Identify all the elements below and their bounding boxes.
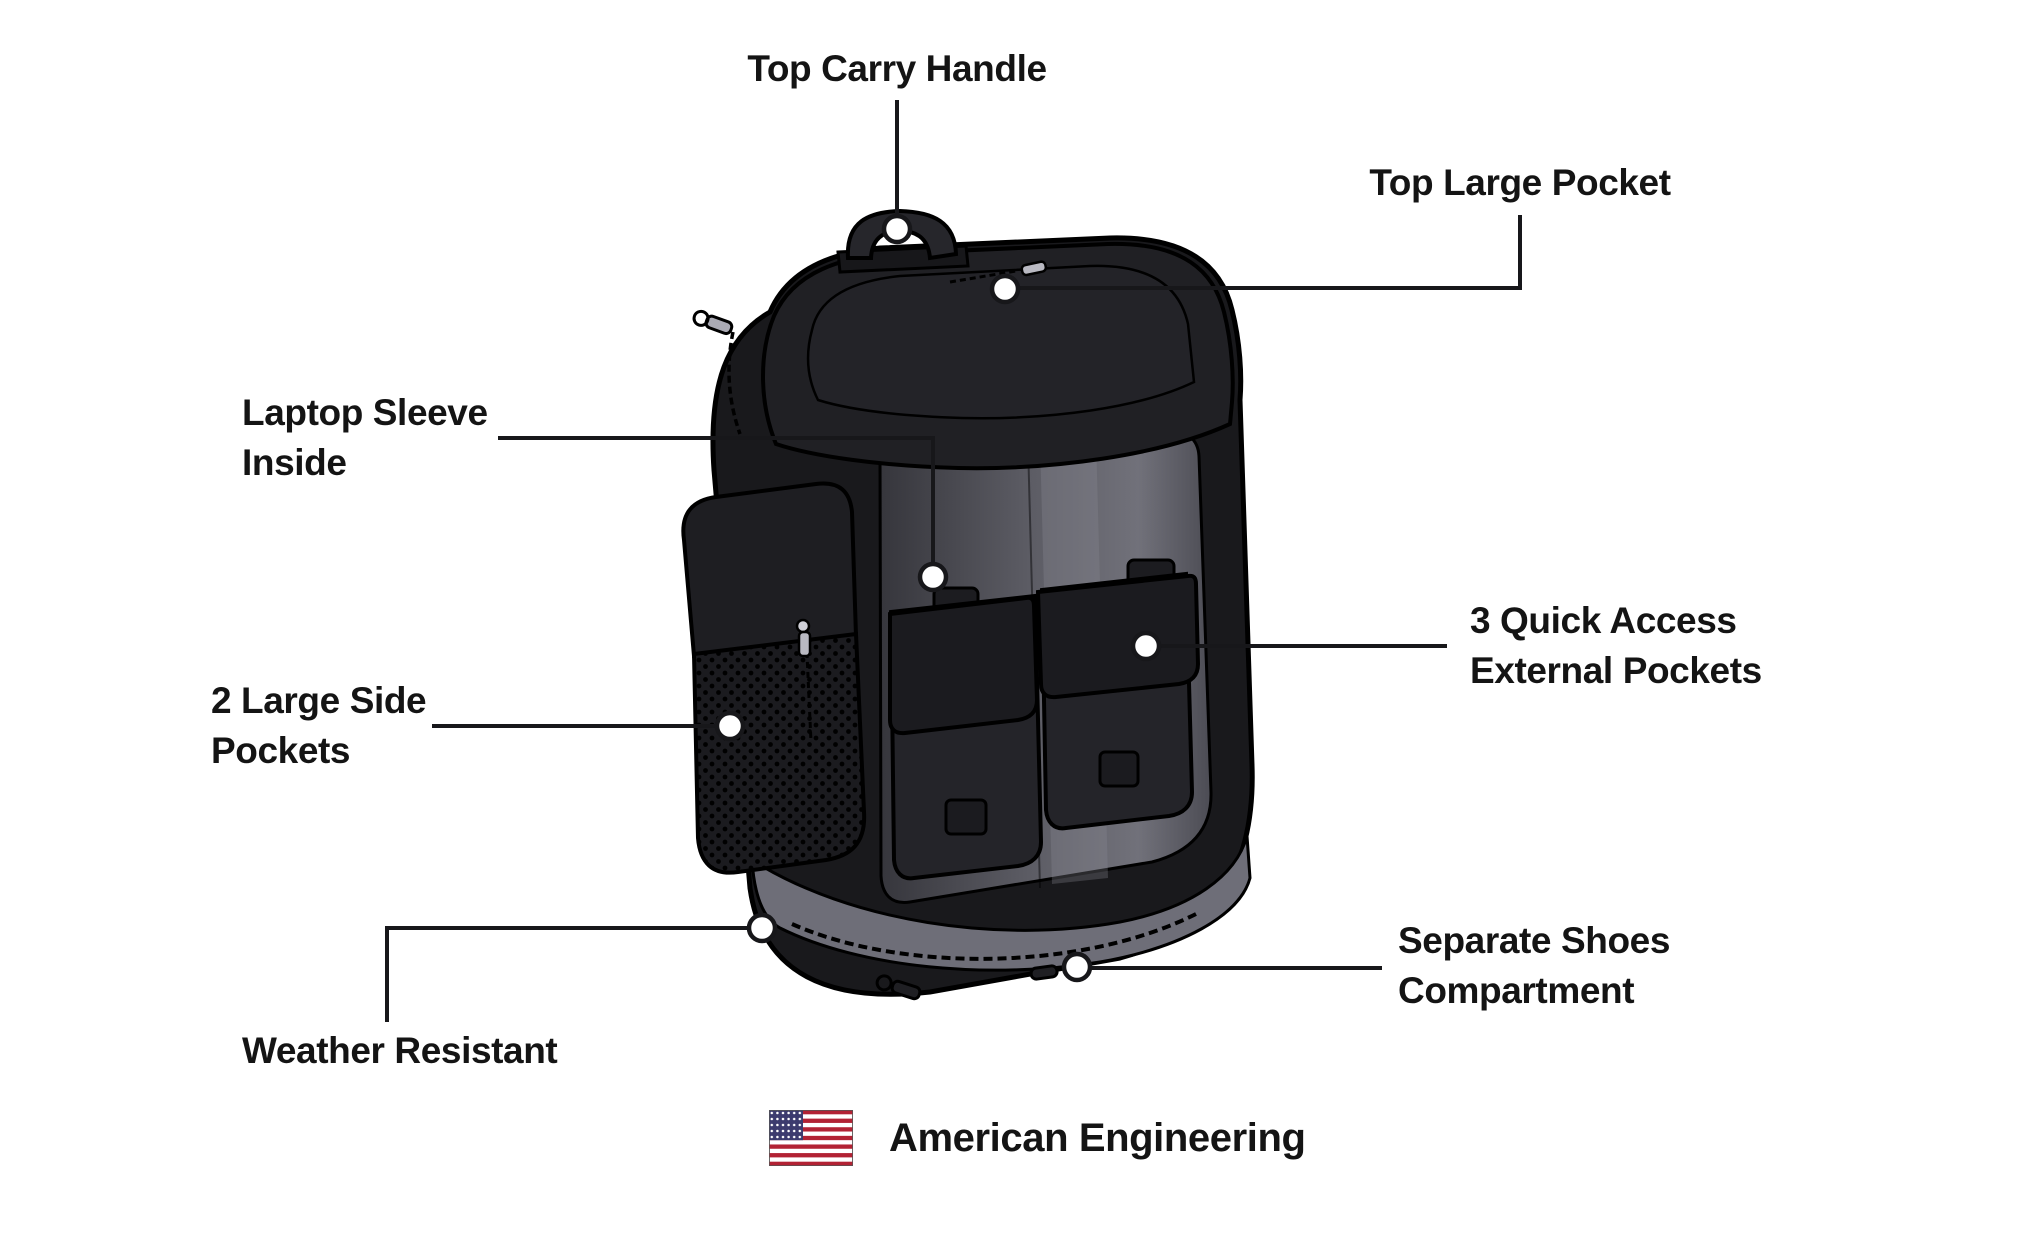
label-two-large-side-pockets: 2 Large Side Pockets	[211, 680, 427, 771]
side-pocket-zipper-pull	[795, 618, 812, 658]
footer-text: American Engineering	[889, 1115, 1306, 1160]
label-top-large-pocket: Top Large Pocket	[1369, 162, 1671, 203]
bottom-band	[750, 835, 1252, 972]
side-pocket-zipper	[804, 631, 813, 743]
label-laptop-sleeve-inside: Laptop Sleeve Inside	[242, 392, 488, 483]
front-pouch-right-bottom-tab	[1098, 750, 1140, 788]
callout-point-shoes-compartment	[1061, 951, 1093, 983]
top-lid-inner-panel	[806, 264, 1196, 420]
lid-zipper-pull	[1020, 260, 1048, 277]
side-pocket-mesh	[691, 631, 867, 875]
label-separate-shoes-compartment: Separate Shoes Compartment	[1398, 920, 1671, 1011]
label-top-carry-handle: Top Carry Handle	[747, 48, 1047, 89]
callout-line-laptop-sleeve	[498, 436, 935, 562]
bottom-zipper-pull	[1029, 964, 1059, 981]
backpack-illustration	[681, 208, 1255, 1001]
callout-point-side-pockets	[714, 710, 746, 742]
callout-line-weather-resistant	[385, 926, 748, 1022]
callout-line-top-large-pocket	[1020, 215, 1522, 290]
callout-point-top-carry-handle	[881, 213, 913, 245]
lid-zipper	[949, 269, 1017, 284]
callout-lines	[385, 100, 1522, 1022]
front-pouch-left-bottom-tab	[944, 798, 988, 836]
main-zipper-pull	[692, 309, 734, 336]
callout-point-laptop-sleeve	[917, 561, 949, 593]
side-pocket-flap	[681, 481, 859, 659]
callout-point-top-large-pocket	[989, 273, 1021, 305]
label-three-quick-access-external-pockets: 3 Quick Access External Pockets	[1470, 600, 1762, 691]
front-pouch-left-flap	[888, 595, 1040, 736]
callout-points	[714, 213, 1162, 983]
shoes-zipper	[791, 912, 1197, 961]
label-weather-resistant: Weather Resistant	[242, 1030, 558, 1071]
callout-point-quick-access	[1130, 630, 1162, 662]
shoes-zipper-pull	[875, 974, 922, 1001]
us-flag-icon	[769, 1110, 853, 1166]
main-compartment-zipper	[727, 331, 742, 435]
footer: American Engineering	[769, 1110, 1306, 1166]
front-pouch-right-flap	[1035, 573, 1201, 700]
callout-point-weather-resistant	[746, 912, 778, 944]
